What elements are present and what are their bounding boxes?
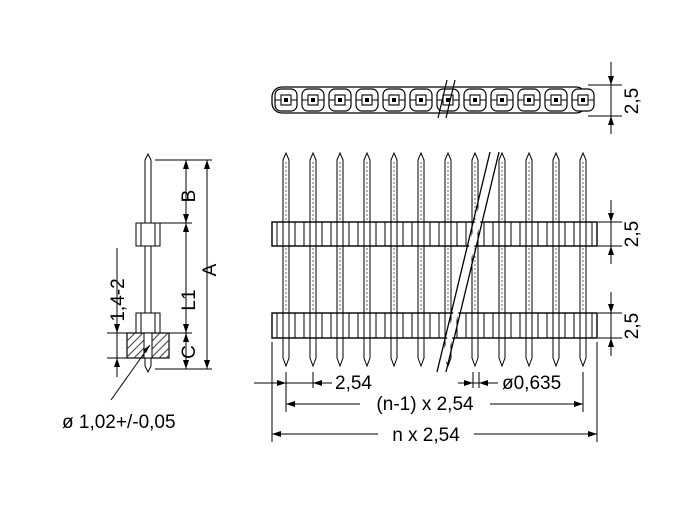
top-pad [544,88,568,112]
span-n-minus-1-label: (n-1) x 2,54 [376,394,474,415]
top-pad [571,88,595,112]
top-pad [517,88,541,112]
side-view: 1,4-2 ø 1,02+/-0,05 B L1 C A [62,152,221,433]
front-pin [579,151,587,368]
span-n-label: n x 2,54 [392,425,460,446]
top-pad [355,88,379,112]
top-pad [409,88,433,112]
lower-body-height-label: 2,5 [622,313,643,339]
hole-diameter-label: ø 1,02+/-0,05 [62,412,176,433]
front-pin [390,151,398,368]
height-dimensions: 2,5 2,5 2,5 [588,62,643,356]
side-pin-middle [144,246,152,314]
top-pad [463,88,487,112]
dim-a-label: A [200,263,221,276]
upper-insulator-body [271,221,598,247]
top-break-line [445,79,456,119]
front-pin [309,151,317,368]
top-view [271,79,595,119]
side-range-label: 1,4-2 [108,278,129,321]
side-lower-body [135,312,161,334]
front-break-line [445,151,500,373]
lower-insulator-body [271,312,598,339]
top-pad [490,88,514,112]
top-pad [328,88,352,112]
front-pin [363,151,371,368]
side-upper-body [135,222,161,247]
dim-b-label: B [179,190,200,203]
dim-c-label: C [179,345,200,359]
front-break-line [436,151,491,373]
pin-diameter-label: ø0,635 [502,373,561,394]
top-height-label: 2,5 [622,88,643,114]
pitch-label: 2,54 [335,373,372,394]
front-pin [336,151,344,368]
side-pin [144,152,152,224]
front-pin [525,151,533,368]
top-pad [382,88,406,112]
front-pin [471,151,479,368]
width-dimensions: 2,54 ø0,635 (n-1) x 2,54 n x 2,54 [254,342,598,446]
upper-body-height-label: 2,5 [622,221,643,247]
top-pad [274,88,298,112]
front-pin [282,151,290,368]
front-pin [417,151,425,368]
dim-l1-label: L1 [179,289,200,310]
front-pin [498,151,506,368]
top-break-line [437,79,448,119]
front-view [271,151,598,373]
side-pin-tail [144,358,152,374]
top-pad [301,88,325,112]
side-board-section [126,332,170,359]
front-pin [552,151,560,368]
